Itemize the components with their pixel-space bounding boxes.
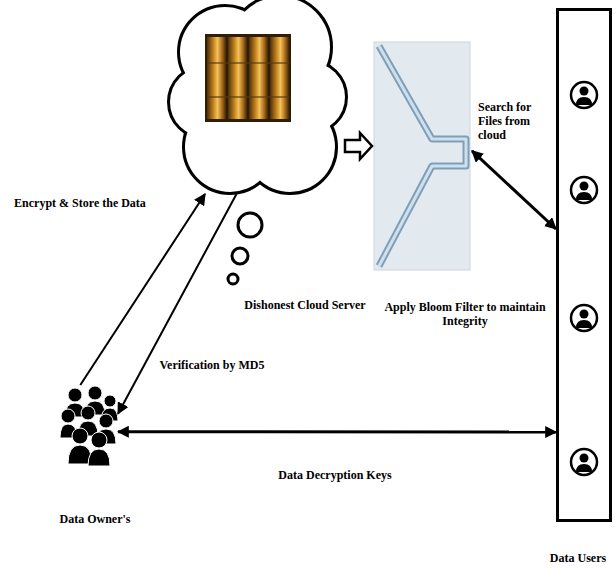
cloud-outline: [170, 2, 345, 194]
connector: [118, 194, 237, 414]
owner-group-icon: [60, 386, 118, 466]
bloom-filter: Apply Bloom Filter to maintain Integrity: [372, 40, 472, 272]
node-label: Apply Bloom Filter to maintain Integrity: [380, 300, 550, 328]
cloud-server: Dishonest Cloud Server: [170, 2, 345, 194]
data-owner: Data Owner's: [60, 385, 118, 467]
node-label: Data Owner's: [60, 512, 131, 526]
hollow-arrow: [345, 133, 372, 159]
node-label: Data Users: [550, 551, 606, 565]
connector: [472, 151, 556, 229]
node-label: Dishonest Cloud Server: [244, 298, 365, 312]
connector: [80, 194, 205, 385]
data-users-box: Data Users: [556, 8, 612, 522]
edge-label: Data Decryption Keys: [277, 468, 392, 482]
user-icons: [571, 82, 597, 475]
edge-label: Encrypt & Store the Data: [13, 196, 147, 210]
cloud-bubbles: [228, 213, 262, 284]
edge-label: Verification by MD5: [159, 358, 266, 372]
edge-label: Search for Files from cloud: [477, 100, 553, 142]
funnel-picture: [374, 42, 470, 270]
connector: [118, 430, 556, 433]
